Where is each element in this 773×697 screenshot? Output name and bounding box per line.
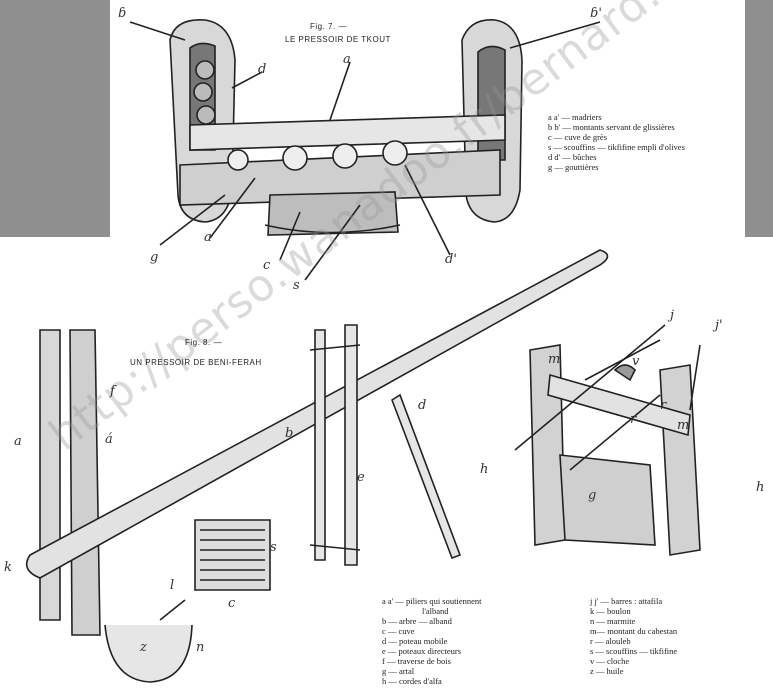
legend-line: g — gouttières bbox=[548, 162, 599, 172]
fig8-label: a bbox=[14, 434, 22, 449]
fig7-label: g bbox=[150, 250, 159, 265]
fig7-subtitle: LE PRESSOIR DE TKOUT bbox=[285, 35, 391, 44]
fig8-label: k bbox=[4, 560, 12, 575]
fig8-label: n bbox=[196, 640, 205, 655]
fig8-label: v bbox=[632, 354, 640, 369]
legend-line: l'alband bbox=[422, 606, 449, 616]
legend-line: k — boulon bbox=[590, 606, 631, 616]
legend-line: c — cuve de grès bbox=[548, 132, 608, 142]
scan-border-left bbox=[0, 0, 110, 237]
legend-line: v — cloche bbox=[590, 656, 630, 666]
legend-line: s — scouffins — tikfifine bbox=[590, 646, 678, 656]
legend-line: h — cordes d'alfa bbox=[382, 676, 442, 686]
fig7-title: Fig. 7. — bbox=[310, 22, 347, 31]
fig8-label: c bbox=[228, 596, 236, 611]
fig7-press-drawing bbox=[129, 19, 601, 281]
fig8-label: b bbox=[285, 426, 294, 441]
fig8-label: l bbox=[170, 578, 175, 593]
fig8-legend-right: j j' — barres : attafila k — boulon n — … bbox=[590, 596, 677, 676]
fig8-label: r bbox=[630, 412, 637, 427]
legend-line: b — arbre — alband bbox=[382, 616, 452, 626]
fig8-label: f bbox=[110, 384, 115, 399]
legend-line: g — artal bbox=[382, 666, 415, 676]
fig7-label: ɓ' bbox=[590, 6, 602, 21]
fig8-label: d bbox=[418, 398, 427, 413]
fig8-label: m bbox=[548, 352, 561, 367]
fig7-label: d bbox=[258, 62, 267, 77]
legend-line: s — scouffins — tikfifine empli d'olives bbox=[548, 142, 685, 152]
legend-line: a a' — madriers bbox=[548, 112, 602, 122]
fig8-label: e bbox=[357, 470, 365, 485]
fig8-label: s bbox=[270, 540, 277, 555]
fig7-label: a bbox=[204, 230, 212, 245]
legend-line: d — poteau mobile bbox=[382, 636, 448, 646]
fig8-label: á bbox=[105, 432, 113, 447]
fig8-press-drawing bbox=[25, 249, 701, 683]
legend-line: a a' — piliers qui soutiennent bbox=[382, 596, 482, 606]
fig8-legend-left: a a' — piliers qui soutiennent l'alband … bbox=[382, 596, 482, 686]
fig8-label: z bbox=[140, 640, 147, 655]
fig7-label: c bbox=[263, 258, 271, 273]
legend-line: r — alouleb bbox=[590, 636, 631, 646]
fig7-label: a bbox=[343, 52, 351, 67]
legend-line: z — huile bbox=[590, 666, 624, 676]
legend-line: j j' — barres : attafila bbox=[590, 596, 663, 606]
legend-line: f — traverse de bois bbox=[382, 656, 451, 666]
fig8-subtitle: UN PRESSOIR DE BENI-FERAH bbox=[130, 358, 262, 367]
scan-border-right bbox=[745, 0, 773, 237]
legend-line: n — marmite bbox=[590, 616, 636, 626]
fig8-label: m bbox=[677, 418, 690, 433]
fig7-label: ɓ bbox=[118, 6, 127, 21]
fig8-label: h bbox=[480, 462, 489, 477]
fig8-label: j bbox=[670, 308, 675, 323]
legend-line: b b' — montants servant de glissières bbox=[548, 122, 675, 132]
fig8-label: h bbox=[756, 480, 765, 495]
legend-line: d d' — bûches bbox=[548, 152, 597, 162]
legend-line: c — cuve bbox=[382, 626, 415, 636]
legend-line: e — poteaux directeurs bbox=[382, 646, 462, 656]
fig7-label: s bbox=[293, 278, 300, 293]
fig8-label: g bbox=[588, 488, 597, 503]
fig8-label: j' bbox=[715, 318, 723, 333]
fig8-title: Fig. 8. — bbox=[185, 338, 222, 347]
legend-line: m— montant du cabestan bbox=[590, 626, 678, 636]
fig7-label: d' bbox=[445, 252, 457, 267]
fig7-legend: a a' — madriers b b' — montants servant … bbox=[548, 112, 685, 172]
fig8-label: r bbox=[660, 398, 667, 413]
